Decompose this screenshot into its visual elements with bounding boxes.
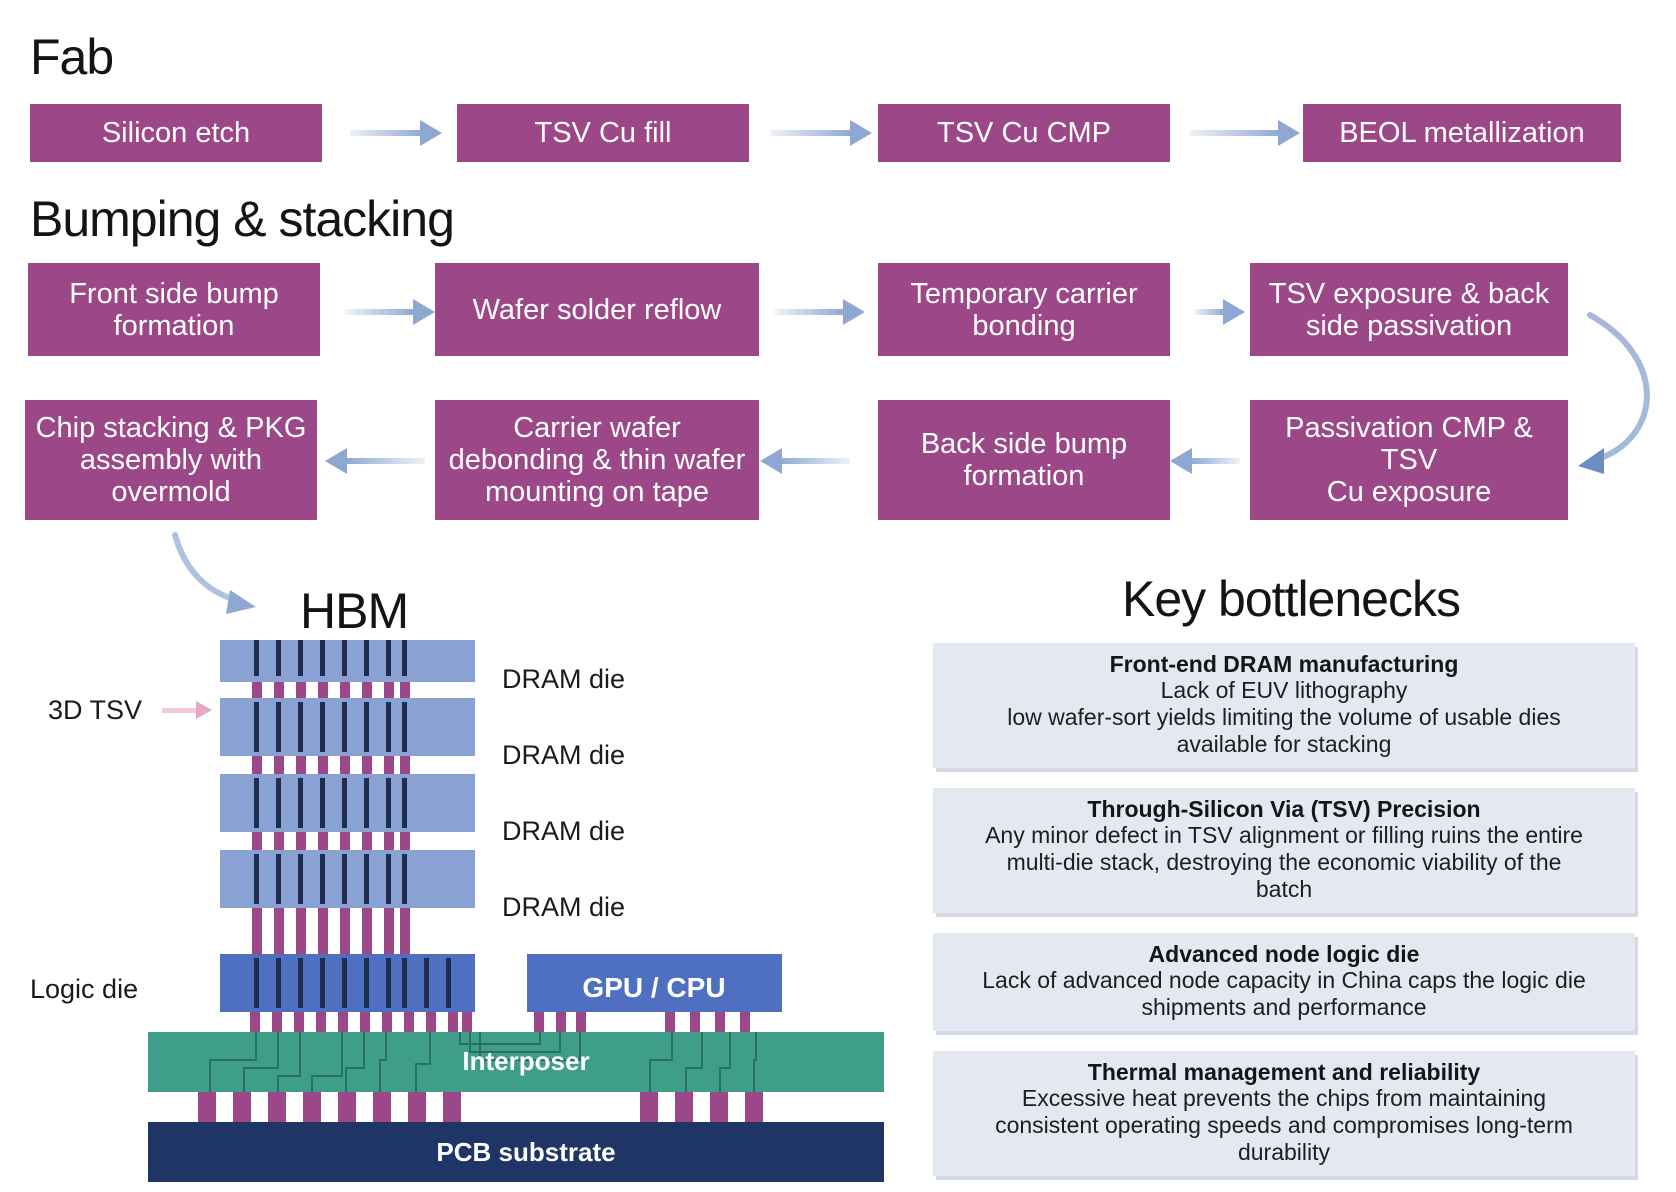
bottleneck-card: Front-end DRAM manufacturing Lack of EUV…: [933, 643, 1635, 768]
bottleneck-description: Excessive heat prevents the chips from m…: [995, 1085, 1573, 1165]
bumping-stacking-title: Bumping & stacking: [30, 191, 455, 247]
tsv-columns: [254, 640, 451, 1008]
pcb-substrate: [148, 1122, 884, 1182]
step-temporary-carrier-bonding: Temporary carrier bonding: [878, 263, 1170, 356]
bottleneck-description: Lack of advanced node capacity in China …: [982, 967, 1586, 1020]
arrow-right-icon: [345, 299, 435, 325]
3d-tsv-label: 3D TSV: [48, 695, 143, 725]
fab-step-tsv-cu-fill: TSV Cu fill: [457, 104, 749, 162]
bottleneck-card: Thermal management and reliability Exces…: [933, 1051, 1635, 1176]
step-carrier-wafer-debonding: Carrier wafer debonding & thin wafer mou…: [435, 400, 759, 520]
bottleneck-title: Advanced node logic die: [1148, 941, 1420, 967]
arrow-left-icon: [325, 448, 425, 474]
bottleneck-description: Any minor defect in TSV alignment or fil…: [985, 822, 1583, 902]
logic-die-label: Logic die: [30, 974, 139, 1004]
bottleneck-description: Lack of EUV lithography low wafer-sort y…: [1007, 677, 1561, 757]
interposer-label: Interposer: [462, 1046, 589, 1076]
dram-die-label-2: DRAM die: [502, 740, 626, 770]
pcb-substrate-label: PCB substrate: [436, 1137, 615, 1167]
step-chip-stacking-pkg-assembly: Chip stacking & PKG assembly with overmo…: [25, 400, 317, 520]
step-passivation-cmp-tsv-cu-exposure: Passivation CMP & TSV Cu exposure: [1250, 400, 1568, 520]
arrow-left-icon: [760, 448, 850, 474]
curved-arrow-to-hbm-icon: [172, 532, 256, 614]
hbm-stack-diagram: GPU / CPU Interposer PCB substrate: [148, 640, 884, 1182]
step-back-side-bump-formation: Back side bump formation: [878, 400, 1170, 520]
bottleneck-title: Front-end DRAM manufacturing: [1109, 651, 1459, 677]
hbm-title: HBM: [300, 583, 409, 639]
tsv-pointer-arrow-icon: [162, 701, 212, 719]
dram-bumps: [252, 682, 410, 954]
interposer-routing: [209, 1032, 757, 1092]
gpu-cpu-die: [527, 954, 782, 1012]
arrow-right-icon: [770, 120, 872, 146]
fab-title: Fab: [30, 29, 114, 85]
fab-step-beol-metallization: BEOL metallization: [1303, 104, 1621, 162]
dram-die-4: [220, 850, 475, 908]
logic-die: [220, 954, 475, 1012]
dram-die-2: [220, 698, 475, 756]
fab-step-tsv-cu-cmp: TSV Cu CMP: [878, 104, 1170, 162]
step-wafer-solder-reflow: Wafer solder reflow: [435, 263, 759, 356]
curved-arrow-down-icon: [1578, 312, 1650, 474]
gpu-cpu-label: GPU / CPU: [582, 972, 725, 1003]
bottleneck-title: Thermal management and reliability: [1087, 1059, 1481, 1085]
pcb-bumps: [198, 1092, 763, 1122]
bottleneck-title: Through-Silicon Via (TSV) Precision: [1087, 796, 1481, 822]
arrow-right-icon: [1195, 299, 1245, 325]
interposer: [148, 1032, 884, 1092]
bottleneck-card: Through-Silicon Via (TSV) Precision Any …: [933, 788, 1635, 913]
key-bottlenecks-title: Key bottlenecks: [1122, 571, 1461, 627]
logic-die-bumps: [250, 1012, 472, 1032]
dram-die-1: [220, 640, 475, 682]
flow-arrows: [172, 120, 1650, 614]
dram-die-3: [220, 774, 475, 832]
arrow-left-icon: [1170, 448, 1240, 474]
gpu-bumps: [534, 1012, 750, 1032]
dram-die-label-4: DRAM die: [502, 892, 626, 922]
dram-die-label-1: DRAM die: [502, 664, 626, 694]
arrow-right-icon: [350, 120, 442, 146]
step-front-side-bump-formation: Front side bump formation: [28, 263, 320, 356]
dram-die-label-3: DRAM die: [502, 816, 626, 846]
arrow-right-icon: [775, 299, 865, 325]
step-tsv-exposure-back-side-passivation: TSV exposure & back side passivation: [1250, 263, 1568, 356]
arrow-right-icon: [1190, 120, 1300, 146]
fab-step-silicon-etch: Silicon etch: [30, 104, 322, 162]
bottleneck-card: Advanced node logic die Lack of advanced…: [933, 933, 1635, 1031]
